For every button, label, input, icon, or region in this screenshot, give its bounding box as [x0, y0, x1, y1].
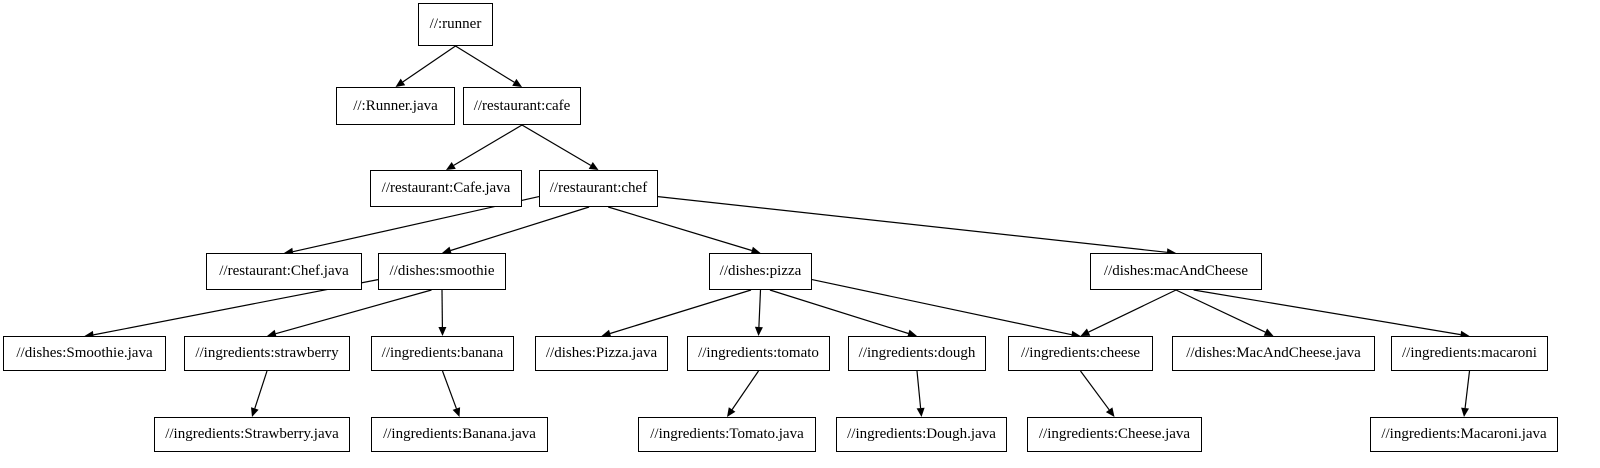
graph-edge-dishes-pizza-to-ing-cheese [811, 279, 1072, 336]
graph-arrowhead [512, 78, 522, 87]
graph-node-ing-macaroni[interactable]: //ingredients:macaroni [1391, 336, 1548, 371]
graph-node-restaurant-chef[interactable]: //restaurant:chef [539, 170, 658, 207]
graph-node-runner[interactable]: //:runner [418, 3, 493, 46]
graph-edge-ing-strawberry-to-strawberry-java [254, 370, 268, 409]
graph-node-label: //:runner [429, 16, 482, 32]
graph-node-label: //ingredients:strawberry [195, 345, 339, 361]
graph-arrowhead [916, 407, 925, 417]
graph-node-runner-java[interactable]: //:Runner.java [336, 87, 455, 125]
graph-node-label: //ingredients:macaroni [1402, 345, 1537, 361]
graph-node-ing-strawberry[interactable]: //ingredients:strawberry [184, 336, 350, 371]
graph-node-label: //restaurant:cafe [473, 97, 571, 114]
graph-node-strawberry-java[interactable]: //ingredients:Strawberry.java [154, 417, 350, 452]
graph-edge-ing-banana-to-banana-java [441, 370, 457, 409]
graph-node-label: //dishes:Pizza.java [545, 345, 658, 361]
graph-arrowhead [438, 327, 447, 336]
graph-edge-ing-cheese-to-cheese-java [1080, 370, 1110, 411]
graph-node-ing-tomato[interactable]: //ingredients:tomato [687, 336, 830, 371]
graph-edge-ing-macaroni-to-macaroni-java [1464, 370, 1471, 409]
graph-edge-dishes-pizza-to-ing-dough [769, 289, 909, 335]
graph-edge-restaurant-cafe-to-restaurant-chef [521, 124, 592, 166]
graph-arrowhead [588, 162, 599, 170]
graph-arrowhead [907, 329, 917, 338]
graph-node-chef-java[interactable]: //restaurant:Chef.java [206, 253, 362, 290]
graph-node-label: //ingredients:Cheese.java [1038, 426, 1191, 442]
graph-node-mac-java[interactable]: //dishes:MacAndCheese.java [1172, 336, 1375, 371]
graph-node-smoothie-java[interactable]: //dishes:Smoothie.java [3, 336, 166, 371]
graph-node-ing-cheese[interactable]: //ingredients:cheese [1008, 336, 1153, 371]
graph-node-label: //ingredients:cheese [1020, 345, 1141, 361]
graph-arrowhead [1263, 328, 1274, 336]
graph-node-label: //ingredients:banana [381, 345, 504, 361]
graph-edge-dishes-pizza-to-pizza-java [609, 289, 752, 335]
graph-edge-dishes-pizza-to-ing-tomato [758, 289, 762, 328]
graph-node-label: //dishes:smoothie [389, 263, 495, 279]
graph-edge-ing-tomato-to-tomato-java [731, 370, 759, 410]
graph-node-ing-banana[interactable]: //ingredients:banana [371, 336, 514, 371]
graph-node-dishes-mac[interactable]: //dishes:macAndCheese [1090, 253, 1262, 290]
graph-edge-restaurant-chef-to-dishes-mac [657, 196, 1168, 253]
graph-arrowhead [1105, 407, 1115, 417]
graph-node-label: //:Runner.java [353, 97, 438, 114]
graph-arrowhead [1461, 407, 1469, 417]
graph-edge-runner-to-runner-java [402, 45, 456, 83]
graph-edge-dishes-smoothie-to-ing-strawberry [275, 289, 432, 335]
graph-node-dishes-pizza[interactable]: //dishes:pizza [709, 253, 812, 290]
graph-arrowhead [442, 246, 452, 255]
graph-arrowhead [251, 407, 259, 417]
graph-node-label: //ingredients:Strawberry.java [165, 426, 339, 442]
graph-node-label: //ingredients:Dough.java [847, 426, 996, 442]
graph-node-label: //ingredients:dough [858, 345, 976, 361]
graph-edge-runner-to-restaurant-cafe [455, 45, 515, 83]
graph-node-label: //restaurant:Cafe.java [381, 180, 511, 196]
graph-node-tomato-java[interactable]: //ingredients:Tomato.java [638, 417, 816, 452]
graph-node-label: //dishes:MacAndCheese.java [1186, 345, 1361, 361]
graph-node-dough-java[interactable]: //ingredients:Dough.java [836, 417, 1007, 452]
graph-edge-ing-dough-to-dough-java [916, 370, 922, 409]
graph-edge-restaurant-cafe-to-cafe-java [453, 124, 523, 166]
graph-node-label: //restaurant:chef [549, 180, 648, 196]
graph-arrowhead [267, 329, 277, 338]
graph-node-dishes-smoothie[interactable]: //dishes:smoothie [378, 253, 506, 290]
graph-node-cheese-java[interactable]: //ingredients:Cheese.java [1027, 417, 1202, 452]
graph-arrowhead [727, 407, 736, 417]
graph-node-banana-java[interactable]: //ingredients:Banana.java [371, 417, 548, 452]
graph-node-label: //ingredients:Macaroni.java [1381, 426, 1547, 442]
graph-node-label: //dishes:macAndCheese [1103, 263, 1249, 279]
graph-node-label: //ingredients:Tomato.java [650, 426, 804, 442]
graph-edge-restaurant-chef-to-dishes-smoothie [450, 206, 590, 252]
graph-arrowhead [601, 329, 612, 338]
graph-node-macaroni-java[interactable]: //ingredients:Macaroni.java [1370, 417, 1558, 452]
graph-node-label: //restaurant:Chef.java [219, 263, 349, 279]
graph-arrowhead [1080, 328, 1091, 336]
graph-node-label: //dishes:pizza [719, 263, 802, 279]
graph-node-pizza-java[interactable]: //dishes:Pizza.java [535, 336, 668, 371]
graph-edge-dishes-mac-to-ing-cheese [1088, 289, 1177, 333]
graph-node-cafe-java[interactable]: //restaurant:Cafe.java [370, 170, 522, 207]
graph-edge-dishes-mac-to-ing-macaroni [1193, 289, 1461, 336]
graph-arrowhead [395, 78, 406, 87]
graph-edge-dishes-mac-to-mac-java [1175, 289, 1266, 333]
graph-node-label: //dishes:Smoothie.java [16, 345, 153, 361]
graph-arrowhead [754, 326, 763, 336]
graph-arrowhead [452, 407, 461, 417]
graph-node-label: //ingredients:tomato [698, 345, 819, 361]
graph-arrowhead [446, 162, 456, 170]
graph-node-label: //ingredients:Banana.java [383, 426, 536, 442]
graph-arrowhead [750, 246, 761, 255]
graph-node-ing-dough[interactable]: //ingredients:dough [848, 336, 986, 371]
graph-node-restaurant-cafe[interactable]: //restaurant:cafe [463, 87, 581, 125]
graph-edge-restaurant-chef-to-dishes-pizza [608, 206, 752, 252]
